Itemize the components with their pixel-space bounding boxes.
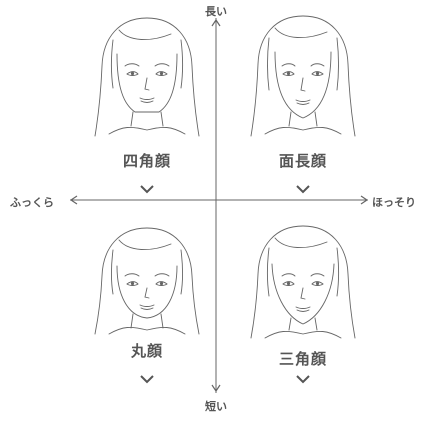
quadrant-label: 三角顔 xyxy=(278,350,327,368)
axis-label-right: ほっそり xyxy=(372,196,416,209)
long-face-illustration xyxy=(250,15,356,137)
quadrant-triangle-face[interactable]: 三角顔 xyxy=(238,222,368,422)
quadrant-label: 丸顔 xyxy=(130,342,163,360)
triangle-face-illustration xyxy=(250,225,356,339)
arrow-up-icon xyxy=(211,18,221,27)
quadrant-label: 面長顔 xyxy=(278,152,327,170)
quadrant-round-face[interactable]: 丸顔 xyxy=(82,222,212,422)
chevron-down-icon xyxy=(296,375,310,384)
axis-label-top: 長い xyxy=(205,5,227,18)
arrow-down-icon xyxy=(211,384,221,393)
quadrant-label: 四角顔 xyxy=(122,152,171,170)
quadrant-long-face[interactable]: 面長顔 xyxy=(238,12,368,212)
axis-label-bottom: 短い xyxy=(205,400,227,413)
round-face-illustration xyxy=(94,227,200,335)
axis-label-left: ふっくら xyxy=(10,196,54,209)
arrow-left-icon xyxy=(69,195,78,205)
chevron-down-icon xyxy=(140,375,154,384)
arrow-right-icon xyxy=(360,195,369,205)
square-face-illustration xyxy=(94,17,200,137)
chevron-down-icon xyxy=(140,185,154,194)
quadrant-square-face[interactable]: 四角顔 xyxy=(82,12,212,212)
chevron-down-icon xyxy=(296,185,310,194)
